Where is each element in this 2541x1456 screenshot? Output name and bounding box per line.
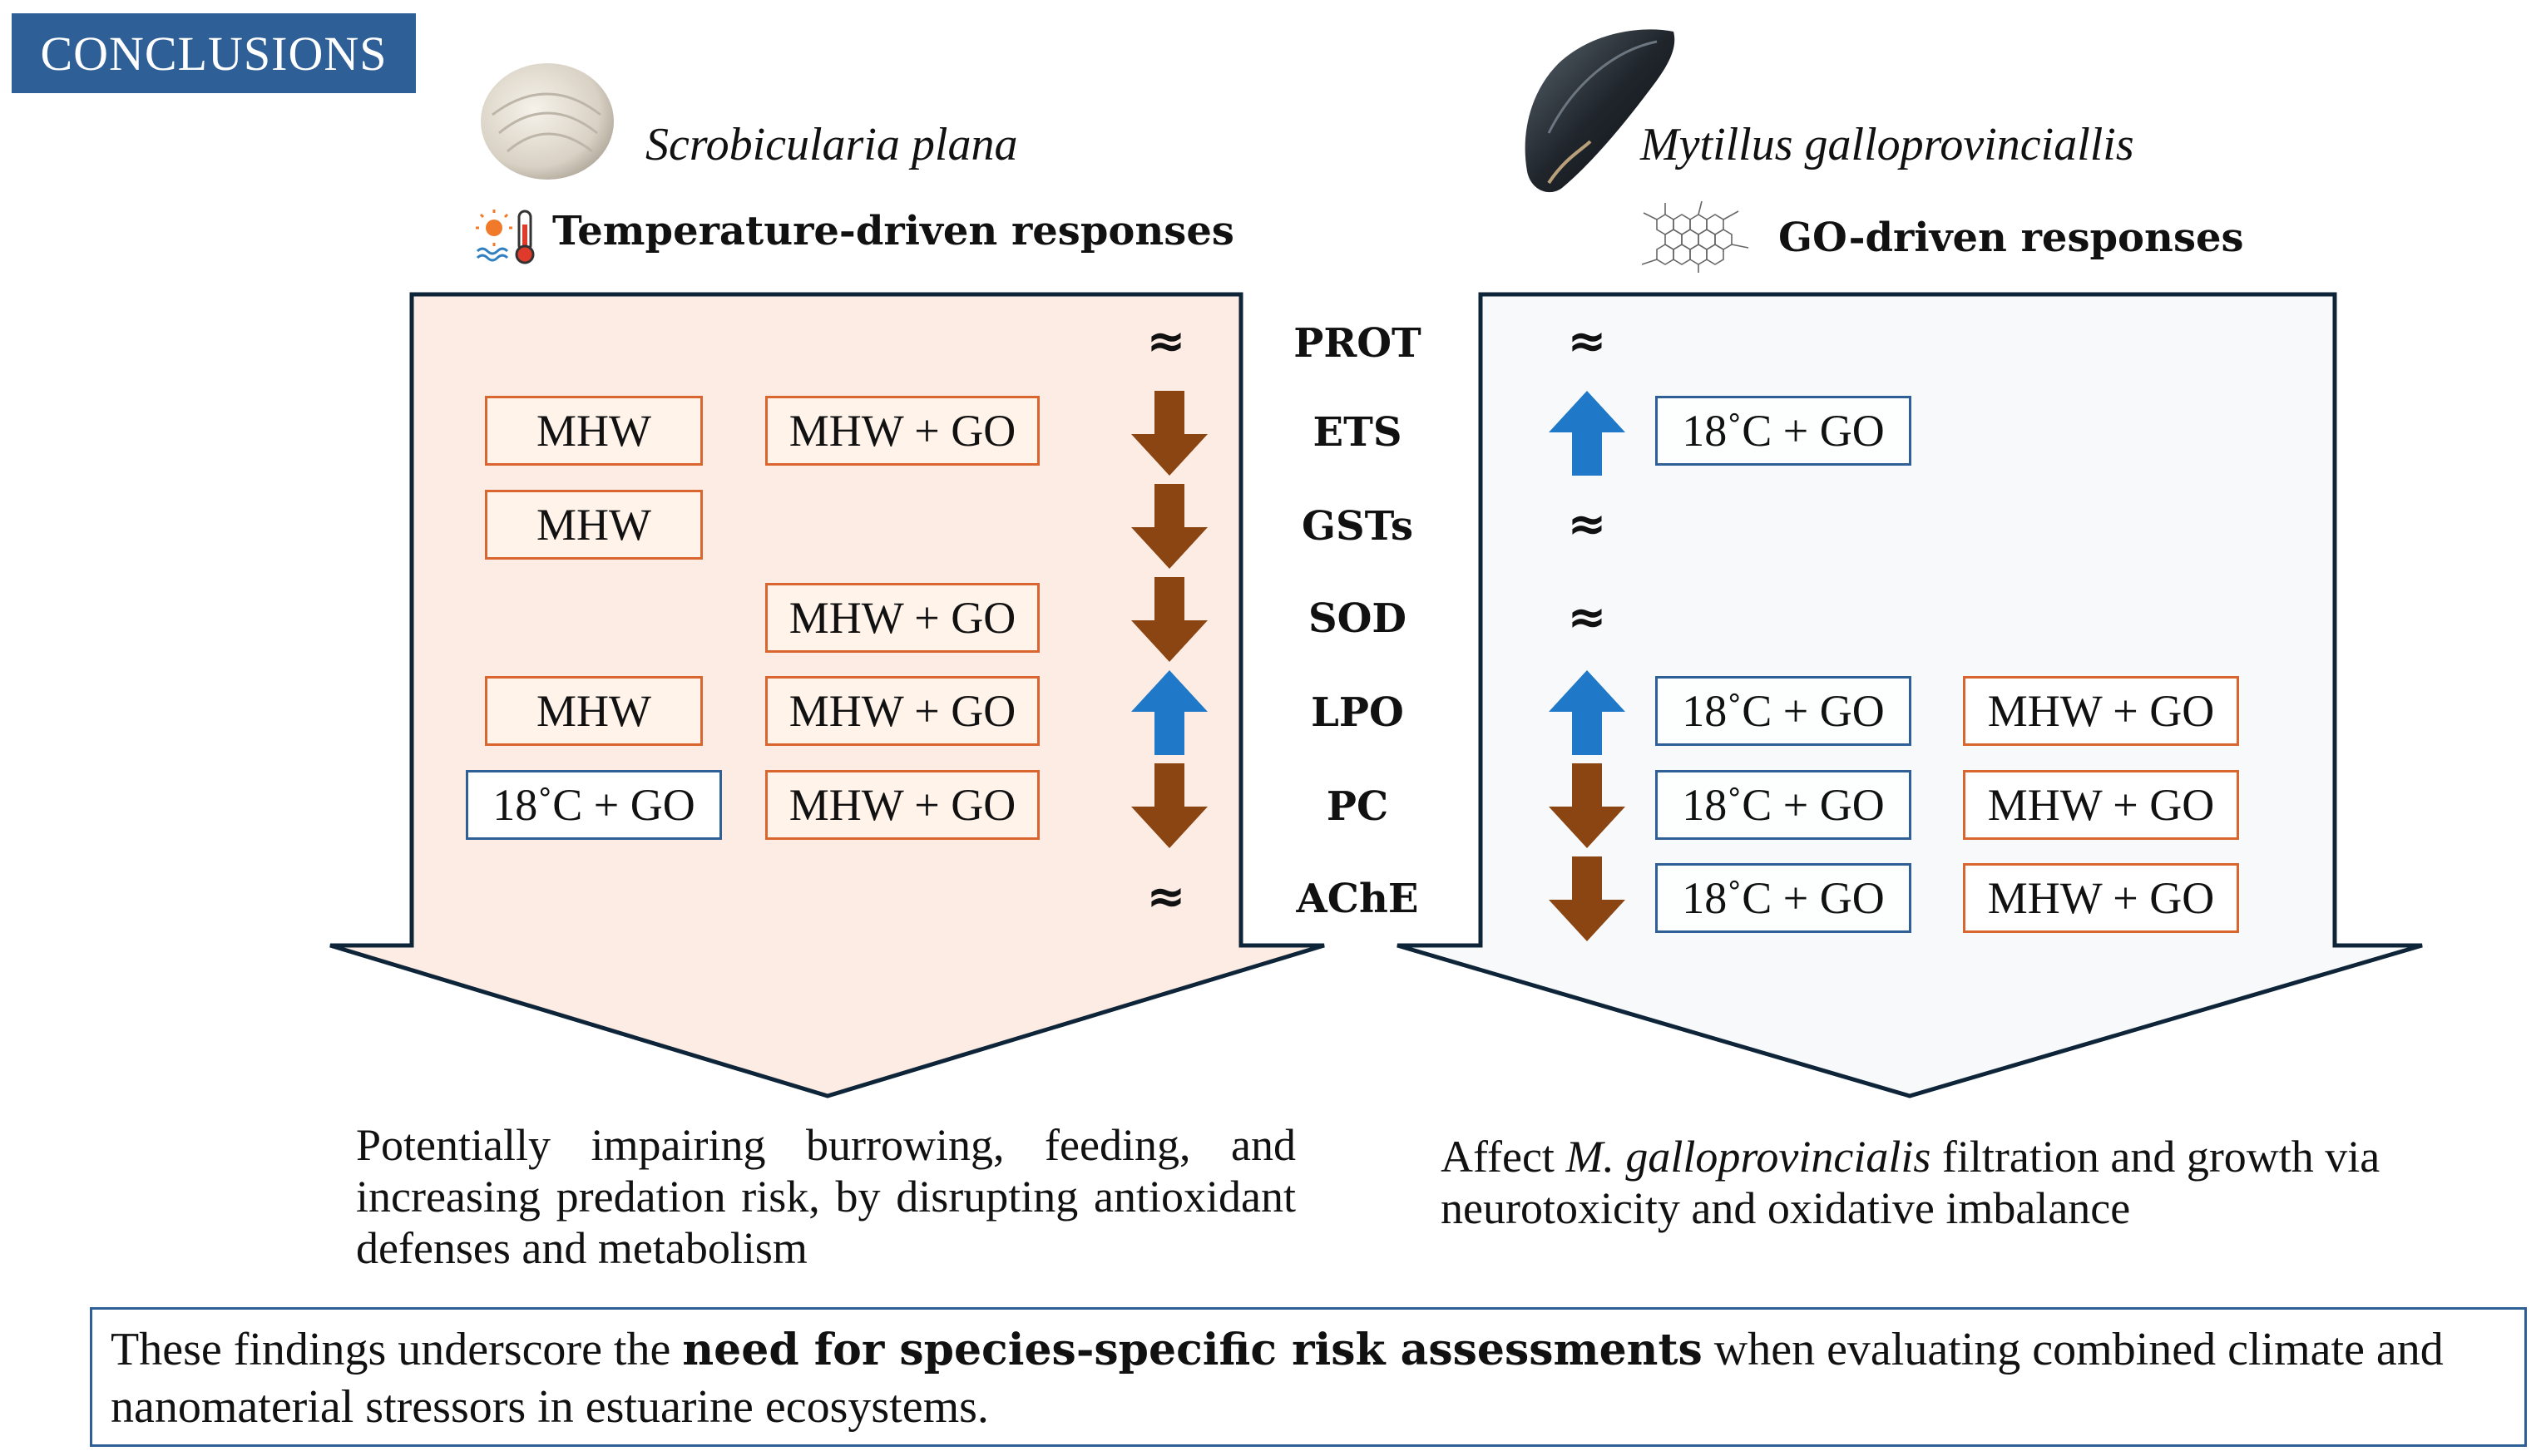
approx-right-prot: ≈ (1567, 314, 1607, 368)
approx-right-gsts: ≈ (1567, 497, 1607, 551)
right-summary-suffix: filtration and growth via neurotoxicity … (1441, 1132, 2380, 1233)
mussel-icon (1525, 29, 1675, 193)
conclusion-emphasis: need for species-specific risk assessmen… (682, 1325, 1703, 1375)
tag-left-ets-mhw-go: MHW + GO (765, 396, 1040, 466)
down-arrow-left-pc (1131, 763, 1208, 848)
param-label-ets: ETS (1313, 409, 1402, 456)
left-species-name: Scrobicularia plana (645, 119, 1018, 170)
left-summary: Potentially impairing burrowing, feeding… (356, 1120, 1296, 1273)
graphene-oxide-icon (1641, 200, 1749, 273)
tag-right-ets-18c-go: 18˚C + GO (1655, 396, 1911, 466)
right-species-name: Mytillus galloprovinciallis (1640, 119, 2134, 170)
tag-left-pc-mhw-go: MHW + GO (765, 770, 1040, 840)
right-summary: Affect M. galloprovincialis filtration a… (1441, 1131, 2389, 1234)
down-arrow-left-gsts (1131, 484, 1208, 569)
right-responses-title: GO-driven responses (1778, 215, 2244, 261)
tag-left-lpo-mhw-go: MHW + GO (765, 676, 1040, 746)
tag-left-pc-18c-go: 18˚C + GO (466, 770, 722, 840)
param-label-lpo: LPO (1311, 689, 1404, 736)
param-label-sod: SOD (1308, 595, 1407, 642)
conclusion-box: These findings underscore the need for s… (90, 1307, 2527, 1447)
down-arrow-left-sod (1131, 577, 1208, 662)
conclusion-suffix: when evaluating combined climate and nan… (111, 1324, 2444, 1433)
tag-right-lpo-18c-go: 18˚C + GO (1655, 676, 1911, 746)
tag-right-pc-mhw-go: MHW + GO (1963, 770, 2239, 840)
tag-left-lpo-mhw: MHW (485, 676, 703, 746)
tag-left-gsts-mhw: MHW (485, 490, 703, 560)
tag-left-sod-mhw-go: MHW + GO (765, 583, 1040, 653)
tag-left-ets-mhw: MHW (485, 396, 703, 466)
conclusions-header: CONCLUSIONS (12, 13, 416, 93)
thermometer-icon (476, 210, 535, 264)
conclusion-prefix: These findings underscore the (111, 1324, 683, 1375)
down-arrow-left-ets (1131, 391, 1208, 476)
tag-right-lpo-mhw-go: MHW + GO (1963, 676, 2239, 746)
tag-right-ache-18c-go: 18˚C + GO (1655, 863, 1911, 933)
up-arrow-right-lpo (1549, 670, 1625, 755)
down-arrow-right-pc (1549, 763, 1625, 848)
param-label-prot: PROT (1293, 320, 1421, 367)
approx-left-ache: ≈ (1146, 870, 1186, 924)
tag-right-ache-mhw-go: MHW + GO (1963, 863, 2239, 933)
right-summary-species: M. galloprovincialis (1565, 1132, 1931, 1182)
up-arrow-left-lpo (1131, 670, 1208, 755)
approx-right-sod: ≈ (1567, 590, 1607, 644)
right-summary-prefix: Affect (1441, 1132, 1566, 1182)
clam-icon (481, 63, 614, 180)
approx-left-prot: ≈ (1146, 314, 1186, 368)
param-label-pc: PC (1326, 783, 1389, 830)
left-responses-title: Temperature-driven responses (552, 208, 1234, 254)
up-arrow-right-ets (1549, 391, 1625, 476)
param-label-ache: AChE (1296, 876, 1419, 922)
param-label-gsts: GSTs (1302, 503, 1413, 550)
tag-right-pc-18c-go: 18˚C + GO (1655, 770, 1911, 840)
down-arrow-right-ache (1549, 856, 1625, 941)
